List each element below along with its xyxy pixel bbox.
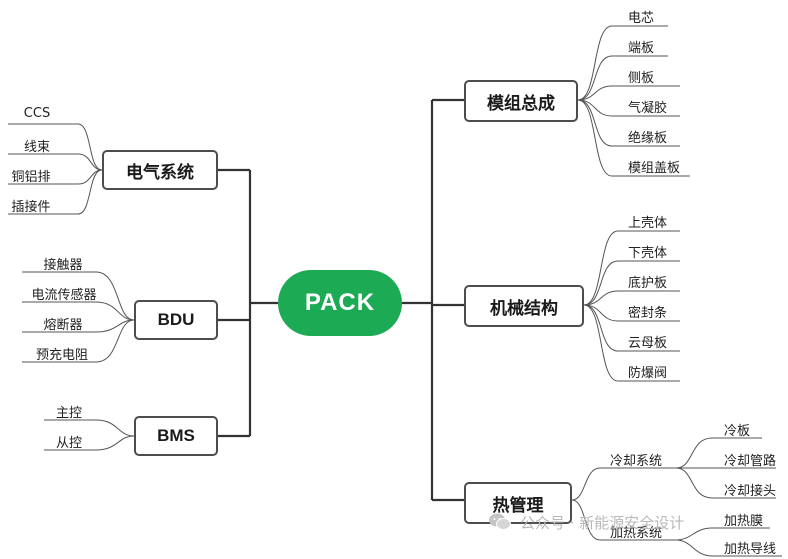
leaf-connector: 插接件 (11, 200, 51, 215)
leaf-side-plate: 侧板 (628, 71, 655, 86)
node-module-assembly: 模组总成 (464, 80, 578, 122)
leaf-ccs: CCS (23, 106, 51, 121)
leaf-wire-harness: 线束 (23, 140, 50, 155)
node-heating-system: 加热系统 (610, 526, 663, 541)
node-bdu: BDU (134, 300, 218, 340)
leaf-end-plate: 端板 (628, 41, 655, 56)
leaf-heating-film: 加热膜 (724, 514, 764, 529)
leaf-master-control: 主控 (55, 406, 82, 421)
node-cooling-system: 冷却系统 (610, 454, 663, 469)
leaf-precharge-resistor: 预充电阻 (35, 348, 88, 363)
node-thermal-management: 热管理 (464, 482, 572, 524)
watermark-text: 公众号 · 新能源安全设计 (520, 514, 685, 532)
leaf-contactor: 接触器 (43, 258, 83, 273)
node-electrical-system: 电气系统 (102, 150, 218, 190)
leaf-current-sensor: 电流传感器 (31, 288, 97, 303)
leaf-cell: 电芯 (628, 11, 655, 26)
leaf-bottom-guard: 底护板 (628, 276, 668, 291)
leaf-busbar: 铜铝排 (11, 170, 51, 185)
leaf-module-cover: 模组盖板 (628, 161, 681, 176)
node-bms: BMS (134, 416, 218, 456)
leaf-cold-plate: 冷板 (724, 424, 751, 439)
leaf-lower-housing: 下壳体 (628, 246, 668, 261)
leaf-cooling-joint: 冷却接头 (724, 484, 777, 499)
leaf-slave-control: 从控 (55, 436, 82, 451)
leaf-heating-wire: 加热导线 (724, 542, 777, 557)
leaf-cooling-pipe: 冷却管路 (724, 454, 777, 469)
leaf-mica-board: 云母板 (628, 336, 668, 351)
leaf-insulation-board: 绝缘板 (628, 131, 668, 146)
root-node-pack: PACK (278, 270, 402, 336)
leaf-fuse: 熔断器 (43, 318, 83, 333)
leaf-upper-housing: 上壳体 (628, 216, 668, 231)
leaf-explosion-valve: 防爆阀 (628, 366, 668, 381)
wechat-icon (489, 513, 511, 530)
node-mechanical-structure: 机械结构 (464, 285, 584, 327)
leaf-seal-strip: 密封条 (628, 306, 668, 321)
leaf-aerogel: 气凝胶 (628, 101, 668, 116)
